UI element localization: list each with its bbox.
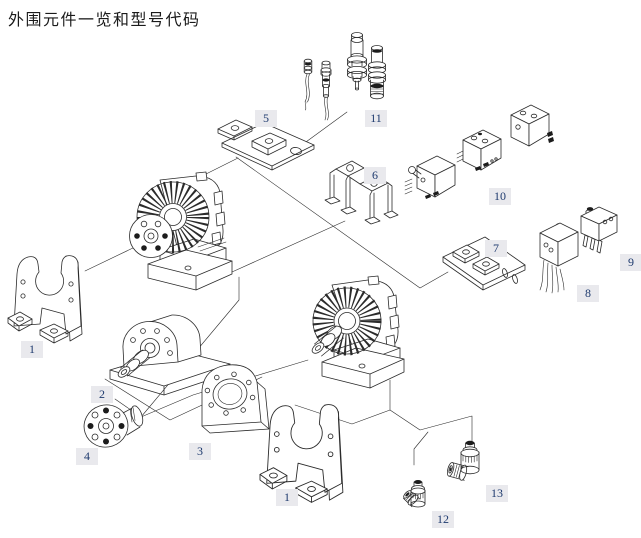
sensor-large-right xyxy=(368,45,386,100)
bent-switch-bracket xyxy=(324,160,399,225)
callout-2: 2 xyxy=(91,386,113,403)
callout-5: 5 xyxy=(255,110,277,127)
callout-6: 6 xyxy=(364,167,386,184)
flat-sensor-bracket xyxy=(217,119,315,171)
callout-3: 3 xyxy=(189,443,211,460)
sensor-small-cable-left xyxy=(303,58,313,111)
proximity-sensors xyxy=(303,32,386,121)
rotary-actuator-flange xyxy=(129,171,233,291)
callout-13: 13 xyxy=(486,485,508,502)
callout-7: 7 xyxy=(485,240,507,257)
micro-switch-terminals xyxy=(580,206,618,254)
elbow-fitting-small xyxy=(403,480,426,508)
flange-plate xyxy=(201,364,270,434)
flange-coupling xyxy=(83,404,144,448)
elbow-fitting-large xyxy=(446,440,480,481)
callout-10: 10 xyxy=(489,188,511,205)
callout-12: 12 xyxy=(432,511,454,528)
callout-8: 8 xyxy=(577,285,599,302)
page-title: 外围元件一览和型号代码 xyxy=(8,12,201,29)
sensor-small-cable-right xyxy=(320,60,332,121)
callout-9: 9 xyxy=(620,254,641,271)
callout-1-bottom: 1 xyxy=(276,489,298,506)
callout-1-left: 1 xyxy=(21,341,43,358)
u-mounting-bracket-bottom xyxy=(259,404,344,503)
u-mounting-bracket-left xyxy=(7,255,83,344)
rail-bracket xyxy=(442,236,526,291)
rotary-actuator-shaft xyxy=(311,275,405,389)
callout-4: 4 xyxy=(76,448,98,465)
lead-wires xyxy=(539,259,565,294)
sensor-large-left xyxy=(347,32,367,91)
micro-switch-wire-leads xyxy=(539,222,579,294)
micro-switch-group xyxy=(404,104,554,199)
callout-11: 11 xyxy=(365,110,387,127)
